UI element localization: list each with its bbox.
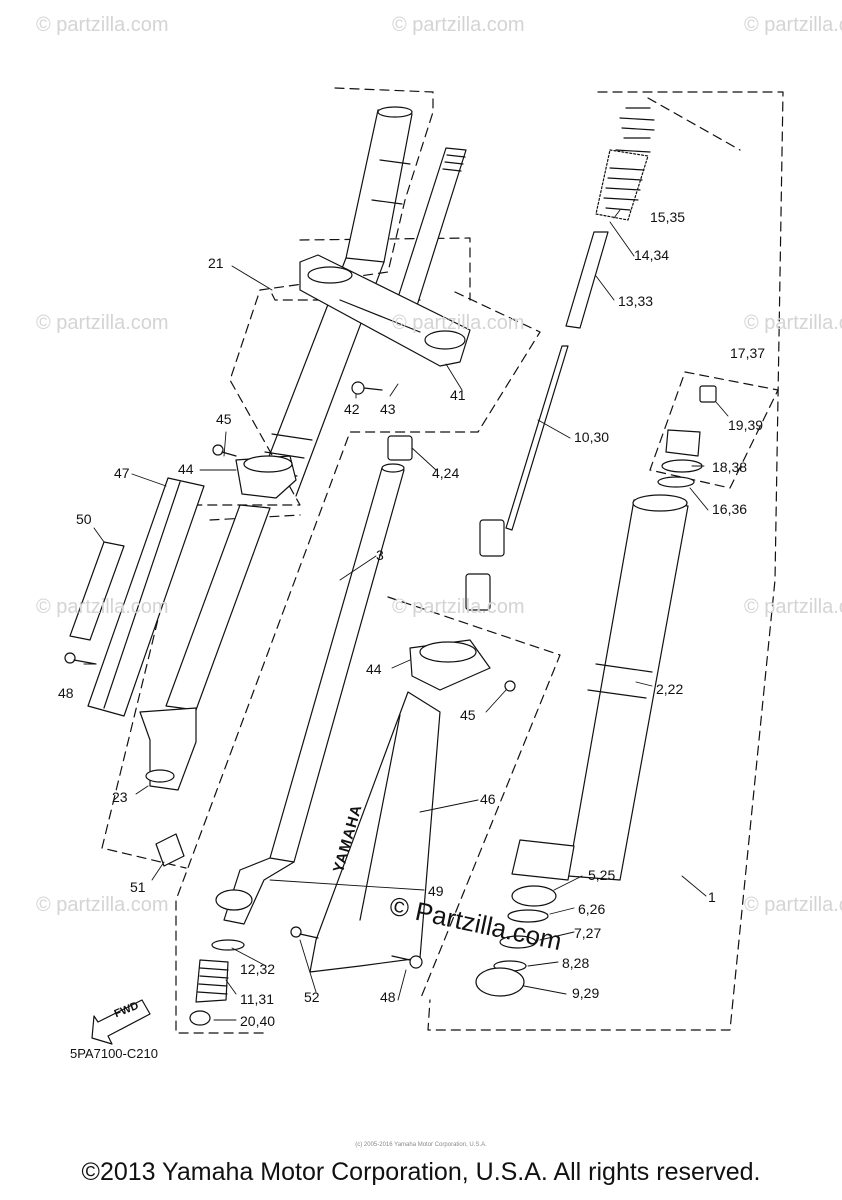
callout-4-24: 4,24 [432,465,460,481]
callout-44: 44 [178,461,194,477]
watermark: © partzilla.com [744,312,842,334]
center-group-boundary [175,291,541,1034]
right-inner-boundary [647,97,741,151]
lower-clamp-boundary [387,596,561,1001]
seal-stack-bottom [189,939,245,1026]
watermark: © partzilla.com [744,894,842,916]
rod-10-30 [505,345,569,531]
watermark: © partzilla.com [36,894,169,916]
callout-6-26: 6,26 [578,901,606,917]
watermark: © partzilla.com [392,596,525,618]
left-clamp-boundary [299,237,471,301]
clamp-44-center [409,639,491,691]
callout-45: 45 [216,411,232,427]
watermark: © partzilla.com [36,312,169,334]
damper-parts-center [465,519,505,611]
plate-50 [69,541,125,641]
watermark: © partzilla.com [744,596,842,618]
callout-43: 43 [380,401,396,417]
callout-1: 1 [708,889,716,905]
left-clamp-boundary-lower [271,293,421,301]
collar-4-24 [387,435,413,461]
callout-21: 21 [208,255,224,271]
callout-15-35: 15,35 [650,209,686,225]
footer-copyright: ©2013 Yamaha Motor Corporation, U.S.A. A… [81,1158,761,1186]
bracket-51 [155,833,185,867]
clamp-44-left [235,455,297,499]
watermark: © partzilla.com [392,14,525,36]
cap-group-boundary [649,371,779,489]
callout-48: 48 [380,989,396,1005]
callout-7-27: 7,27 [574,925,602,941]
callout-5-25: 5,25 [588,867,616,883]
right-group-boundary [427,91,784,1031]
lower-leg-left [139,504,271,791]
callout-47: 47 [114,465,130,481]
tiny-copyright: (c) 2005-2016 Yamaha Motor Corporation, … [355,1142,487,1148]
upper-crown [299,254,471,367]
watermark: © partzilla.com [392,312,525,334]
fork-spring-right [595,107,655,221]
callout-51: 51 [130,879,146,895]
callout-49: 49 [428,883,444,899]
callout-50: 50 [76,511,92,527]
callout-45: 45 [460,707,476,723]
cap-assembly [657,385,717,488]
watermark: © partzilla.com [36,596,169,618]
callout-52: 52 [304,989,320,1005]
callout-41: 41 [450,387,466,403]
leader-lines [83,209,729,1021]
callout-11-31: 11,31 [240,991,274,1007]
callout-9-29: 9,29 [572,985,600,1001]
callout-44: 44 [366,661,382,677]
callout-48: 48 [58,685,74,701]
callout-10-30: 10,30 [574,429,610,445]
steering-stem [393,147,467,313]
watermark: © partzilla.com [36,14,169,36]
callout-8-28: 8,28 [562,955,590,971]
inner-tube-3 [215,463,405,925]
callout-2-22: 2,22 [656,681,684,697]
callout-13-33: 13,33 [618,293,654,309]
spacer-13-33 [565,231,609,329]
callout-19-39: 19,39 [728,417,764,433]
group-boundary-dashed [101,87,784,1034]
bolts [64,381,516,969]
seal-stack-right [475,885,557,997]
watermark: © partzilla.com [744,14,842,36]
callout-20-40: 20,40 [240,1013,276,1029]
callout-18-38: 18,38 [712,459,748,475]
callout-17-37: 17,37 [730,345,766,361]
drawing-code: 5PA7100-C210 [70,1046,158,1061]
outer-tube-2-22 [511,494,689,881]
callout-46: 46 [480,791,496,807]
callout-14-34: 14,34 [634,247,670,263]
fwd-arrow-icon [91,999,151,1045]
left-upper-group-boundary [101,87,434,869]
callout-3: 3 [376,547,384,563]
callout-12-32: 12,32 [240,961,276,977]
callout-16-36: 16,36 [712,501,748,517]
callout-23: 23 [112,789,128,805]
callout-42: 42 [344,401,360,417]
fork-guard-47 [87,477,205,717]
